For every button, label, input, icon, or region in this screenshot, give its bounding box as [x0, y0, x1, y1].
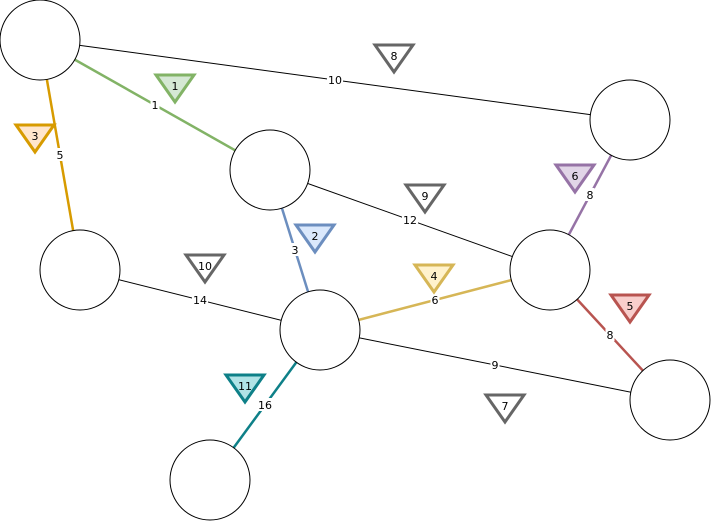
- step-marker-label: 5: [627, 300, 634, 313]
- triangle-marker-icon: [483, 393, 527, 425]
- edge-weight-label: 12: [402, 213, 418, 227]
- svg-text:12: 12: [403, 214, 417, 227]
- triangle-marker-icon: [153, 73, 197, 105]
- step-marker-11: 11: [223, 373, 267, 405]
- svg-text:9: 9: [492, 359, 499, 372]
- graph-node-g: [629, 359, 711, 441]
- edge-weight-label: 9: [490, 358, 500, 372]
- triangle-marker-icon: [293, 223, 337, 255]
- svg-text:3: 3: [292, 244, 299, 257]
- step-marker-2: 2: [293, 223, 337, 255]
- graph-node-b: [229, 129, 311, 211]
- step-marker-label: 7: [502, 400, 509, 413]
- svg-text:10: 10: [328, 74, 342, 87]
- step-marker-label: 10: [198, 260, 212, 273]
- triangle-marker-icon: [372, 43, 416, 75]
- svg-text:1: 1: [152, 99, 159, 112]
- edge-weight-label: 8: [605, 328, 615, 342]
- step-marker-9: 9: [403, 183, 447, 215]
- step-marker-label: 2: [312, 230, 319, 243]
- step-marker-label: 3: [32, 130, 39, 143]
- triangle-marker-icon: [412, 263, 456, 295]
- step-marker-6: 6: [553, 163, 597, 195]
- step-marker-8: 8: [372, 43, 416, 75]
- edge-weight-label: 16: [257, 398, 273, 412]
- edge-weight-label: 1: [150, 98, 160, 112]
- svg-text:8: 8: [607, 329, 614, 342]
- step-marker-label: 1: [172, 80, 179, 93]
- svg-text:6: 6: [432, 294, 439, 307]
- edge-weight-label: 3: [290, 243, 300, 257]
- step-marker-1: 1: [153, 73, 197, 105]
- edge-weight-label: 10: [327, 73, 343, 87]
- triangle-marker-icon: [403, 183, 447, 215]
- svg-text:5: 5: [57, 149, 64, 162]
- svg-text:14: 14: [193, 294, 207, 307]
- step-marker-10: 10: [183, 253, 227, 285]
- edge-weight-label: 8: [585, 188, 595, 202]
- svg-text:16: 16: [258, 399, 272, 412]
- triangle-marker-icon: [183, 253, 227, 285]
- graph-node-h: [169, 439, 251, 521]
- step-marker-label: 8: [391, 50, 398, 63]
- graph-node-d: [589, 79, 671, 161]
- triangle-marker-icon: [13, 123, 57, 155]
- edge-weight-label: 14: [192, 293, 208, 307]
- triangle-marker-icon: [608, 293, 652, 325]
- step-marker-label: 4: [431, 270, 438, 283]
- graph-node-f: [509, 229, 591, 311]
- step-marker-5: 5: [608, 293, 652, 325]
- step-marker-label: 11: [238, 380, 252, 393]
- graph-node-e: [279, 289, 361, 371]
- triangle-marker-icon: [223, 373, 267, 405]
- step-marker-label: 9: [422, 190, 429, 203]
- step-marker-4: 4: [412, 263, 456, 295]
- step-marker-3: 3: [13, 123, 57, 155]
- step-marker-label: 6: [572, 170, 579, 183]
- graph-node-a: [0, 0, 81, 81]
- edge-weight-label: 6: [430, 293, 440, 307]
- triangle-marker-icon: [553, 163, 597, 195]
- svg-text:8: 8: [587, 189, 594, 202]
- graph-node-c: [39, 229, 121, 311]
- step-marker-7: 7: [483, 393, 527, 425]
- edge-weight-label: 5: [55, 148, 65, 162]
